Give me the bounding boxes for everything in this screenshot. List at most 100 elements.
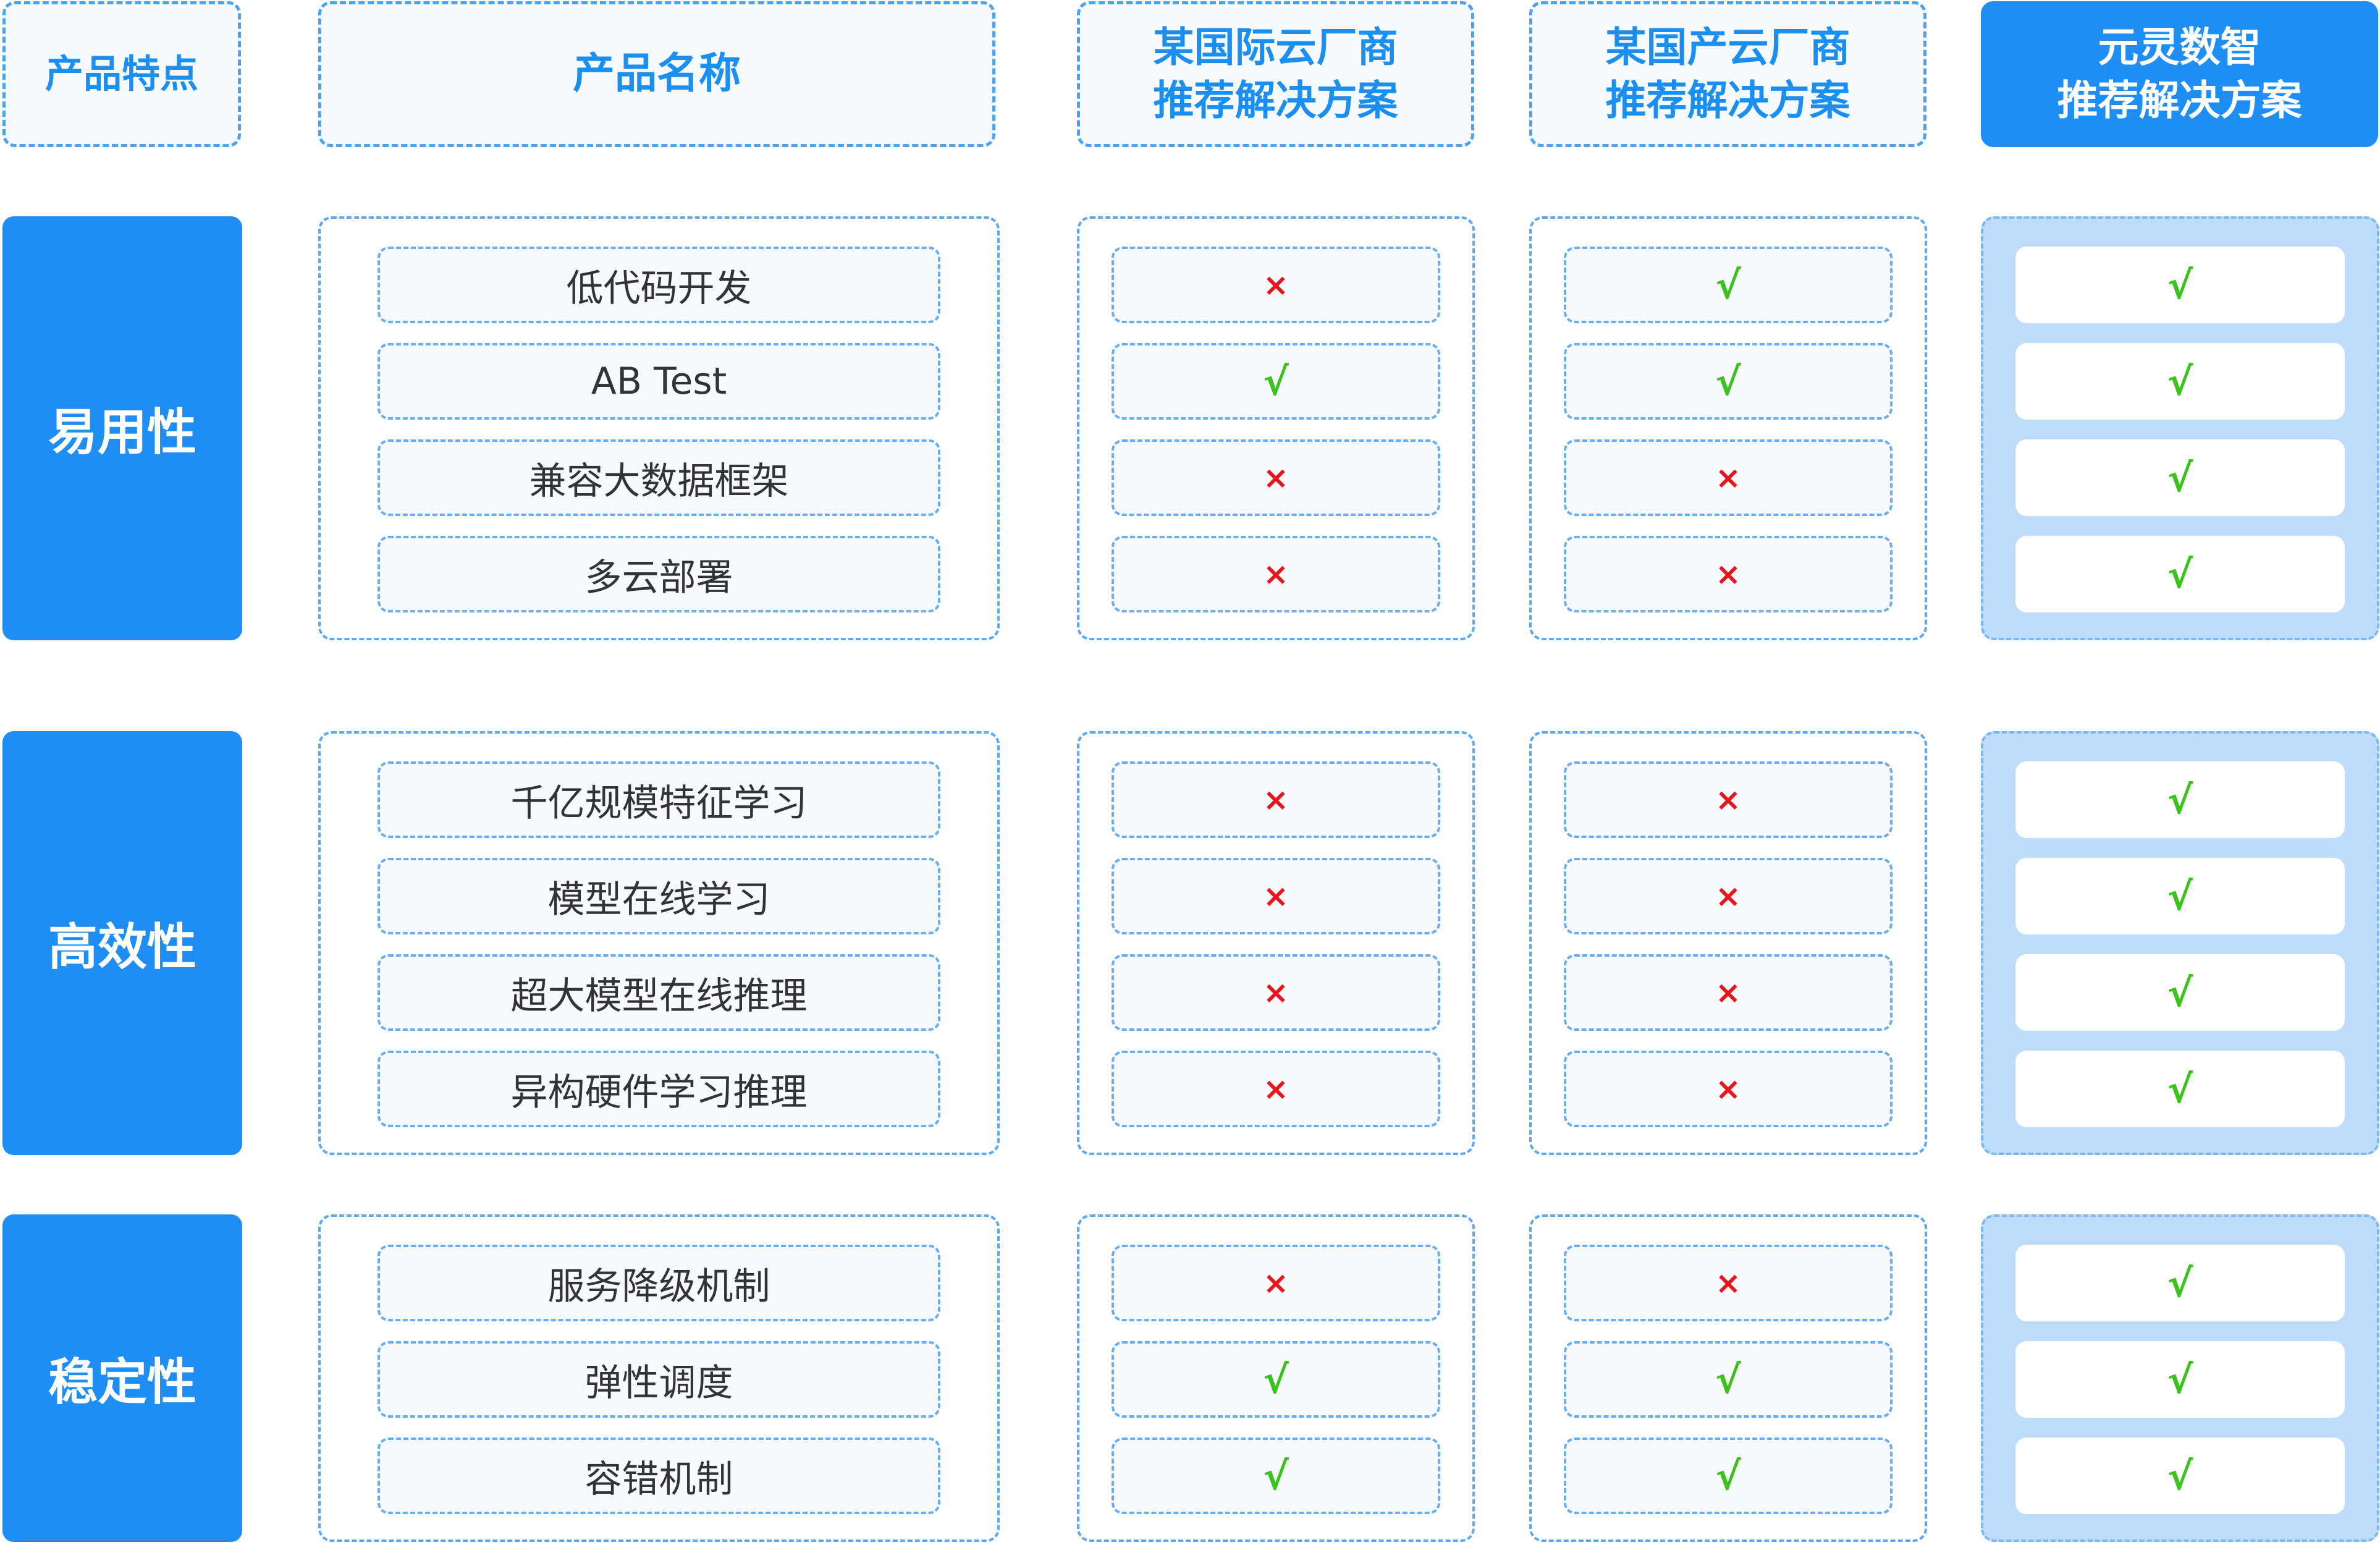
support-cell: × [1564, 761, 1893, 838]
check-icon: √ [1715, 1357, 1741, 1402]
support-cell: √ [2015, 439, 2345, 516]
check-icon: √ [1715, 262, 1741, 308]
support-cell: √ [1564, 1438, 1893, 1514]
check-icon: √ [1715, 1453, 1741, 1499]
support-cell: × [1112, 858, 1440, 934]
category-label: 高效性 [48, 918, 196, 976]
support-cell: × [1564, 954, 1893, 1031]
check-icon: √ [2167, 1357, 2193, 1402]
cross-icon: × [1263, 556, 1289, 592]
vendor-cn-group: √ √ × × [1529, 216, 1927, 640]
header-product: 产品名称 [318, 1, 995, 147]
product-item: 弹性调度 [378, 1341, 940, 1418]
product-item: 服务降级机制 [378, 1245, 940, 1321]
support-cell: × [1112, 1051, 1440, 1127]
header-product-label: 产品名称 [572, 49, 741, 98]
check-icon: √ [1263, 1453, 1289, 1499]
product-item: 低代码开发 [378, 247, 940, 323]
product-item: 容错机制 [378, 1438, 940, 1514]
header-vendor-ours-line2: 推荐解决方案 [2057, 77, 2302, 124]
check-icon: √ [2167, 970, 2193, 1015]
support-cell: √ [1112, 343, 1440, 420]
vendor-ours-group: √ √ √ [1981, 1214, 2379, 1542]
product-name: 兼容大数据框架 [529, 459, 789, 503]
support-cell: √ [2015, 536, 2345, 612]
header-vendor-ours-line1: 元灵数智 [2098, 23, 2261, 72]
header-vendor-cn-line2: 推荐解决方案 [1605, 77, 1850, 124]
product-name: 超大模型在线推理 [510, 974, 808, 1018]
support-cell: √ [2015, 1438, 2345, 1514]
support-cell: × [1112, 954, 1440, 1031]
support-cell: √ [2015, 247, 2345, 323]
support-cell: √ [1112, 1438, 1440, 1514]
vendor-ours-group: √ √ √ √ [1981, 731, 2379, 1155]
support-cell: √ [2015, 1245, 2345, 1321]
support-cell: × [1112, 761, 1440, 838]
header-vendor-intl-line1: 某国际云厂商 [1153, 23, 1398, 72]
cross-icon: × [1715, 556, 1741, 592]
product-item: 多云部署 [378, 536, 940, 612]
category-label: 易用性 [48, 404, 196, 461]
vendor-intl-group: × × × × [1077, 731, 1475, 1155]
support-cell: × [1112, 439, 1440, 516]
support-cell: × [1564, 439, 1893, 516]
vendor-ours-group: √ √ √ √ [1981, 216, 2379, 640]
cross-icon: × [1715, 1071, 1741, 1107]
cross-icon: × [1715, 975, 1741, 1010]
check-icon: √ [2167, 455, 2193, 501]
support-cell: √ [1112, 1341, 1440, 1418]
category-block: 易用性 [2, 216, 242, 640]
product-item: 异构硬件学习推理 [378, 1051, 940, 1127]
product-name: 模型在线学习 [547, 878, 770, 921]
header-feature-label: 产品特点 [44, 51, 198, 96]
check-icon: √ [1263, 1357, 1289, 1402]
support-cell: √ [2015, 1051, 2345, 1127]
product-item: 模型在线学习 [378, 858, 940, 934]
cross-icon: × [1263, 1265, 1289, 1301]
product-name: 弹性调度 [584, 1361, 733, 1405]
category-label: 稳定性 [48, 1353, 196, 1411]
category-block: 高效性 [2, 731, 242, 1155]
check-icon: √ [1715, 358, 1741, 404]
header-vendor-intl-line2: 推荐解决方案 [1153, 77, 1398, 124]
cross-icon: × [1715, 782, 1741, 818]
product-group: 千亿规模特征学习模型在线学习超大模型在线推理异构硬件学习推理 [318, 731, 1000, 1155]
vendor-cn-group: × √ √ [1529, 1214, 1927, 1542]
product-name: 低代码开发 [566, 266, 752, 310]
cross-icon: × [1263, 878, 1289, 914]
check-icon: √ [1263, 358, 1289, 404]
support-cell: × [1564, 858, 1893, 934]
support-cell: × [1564, 536, 1893, 612]
product-name: 容错机制 [584, 1457, 733, 1501]
support-cell: √ [2015, 858, 2345, 934]
support-cell: × [1112, 536, 1440, 612]
product-group: 服务降级机制弹性调度容错机制 [318, 1214, 1000, 1542]
header-vendor-ours: 元灵数智 推荐解决方案 [1981, 1, 2378, 147]
product-item: 千亿规模特征学习 [378, 761, 940, 838]
check-icon: √ [2167, 358, 2193, 404]
support-cell: √ [2015, 954, 2345, 1031]
header-vendor-cn: 某国产云厂商 推荐解决方案 [1529, 1, 1926, 147]
cross-icon: × [1263, 782, 1289, 818]
product-name: 千亿规模特征学习 [510, 781, 808, 825]
support-cell: √ [2015, 1341, 2345, 1418]
check-icon: √ [2167, 1260, 2193, 1306]
support-cell: √ [1564, 1341, 1893, 1418]
support-cell: × [1564, 1245, 1893, 1321]
vendor-intl-group: × √ √ [1077, 1214, 1475, 1542]
header-vendor-intl: 某国际云厂商 推荐解决方案 [1077, 1, 1474, 147]
cross-icon: × [1715, 1265, 1741, 1301]
header-feature: 产品特点 [2, 1, 241, 147]
check-icon: √ [2167, 1066, 2193, 1112]
check-icon: √ [2167, 1453, 2193, 1499]
check-icon: √ [2167, 551, 2193, 597]
check-icon: √ [2167, 777, 2193, 823]
support-cell: × [1112, 247, 1440, 323]
header-vendor-cn-line1: 某国产云厂商 [1605, 23, 1850, 72]
support-cell: √ [2015, 343, 2345, 420]
product-name: 异构硬件学习推理 [510, 1070, 808, 1114]
cross-icon: × [1263, 1071, 1289, 1107]
cross-icon: × [1263, 460, 1289, 496]
